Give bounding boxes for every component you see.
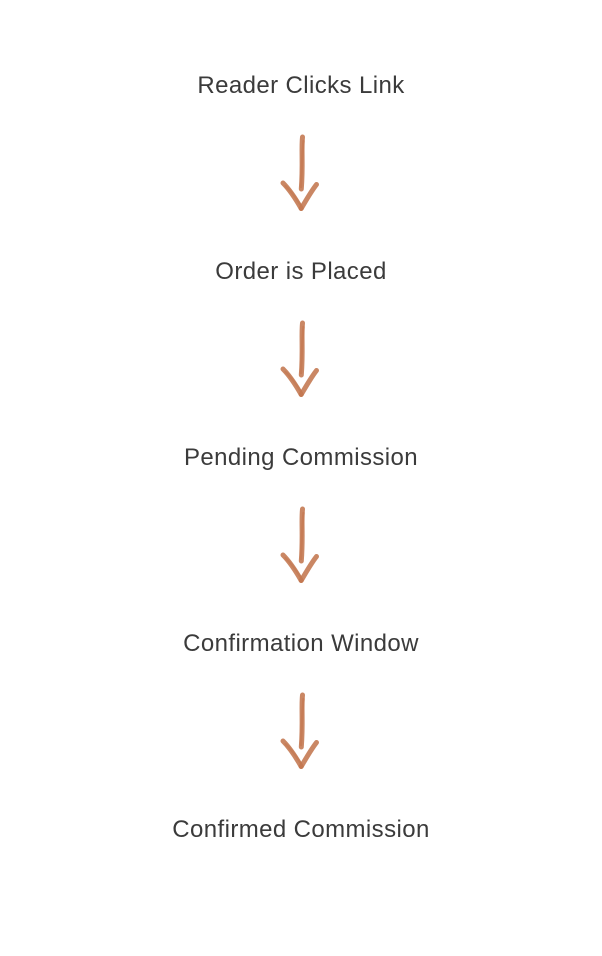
down-arrow-icon <box>277 132 325 220</box>
step-order-is-placed: Order is Placed <box>215 258 387 285</box>
down-arrow-icon <box>277 690 325 778</box>
down-arrow-icon <box>277 504 325 592</box>
step-confirmation-window: Confirmation Window <box>183 630 419 657</box>
down-arrow-icon <box>277 318 325 406</box>
step-confirmed-commission: Confirmed Commission <box>172 816 430 843</box>
step-reader-clicks-link: Reader Clicks Link <box>197 72 405 99</box>
step-pending-commission: Pending Commission <box>184 444 418 471</box>
